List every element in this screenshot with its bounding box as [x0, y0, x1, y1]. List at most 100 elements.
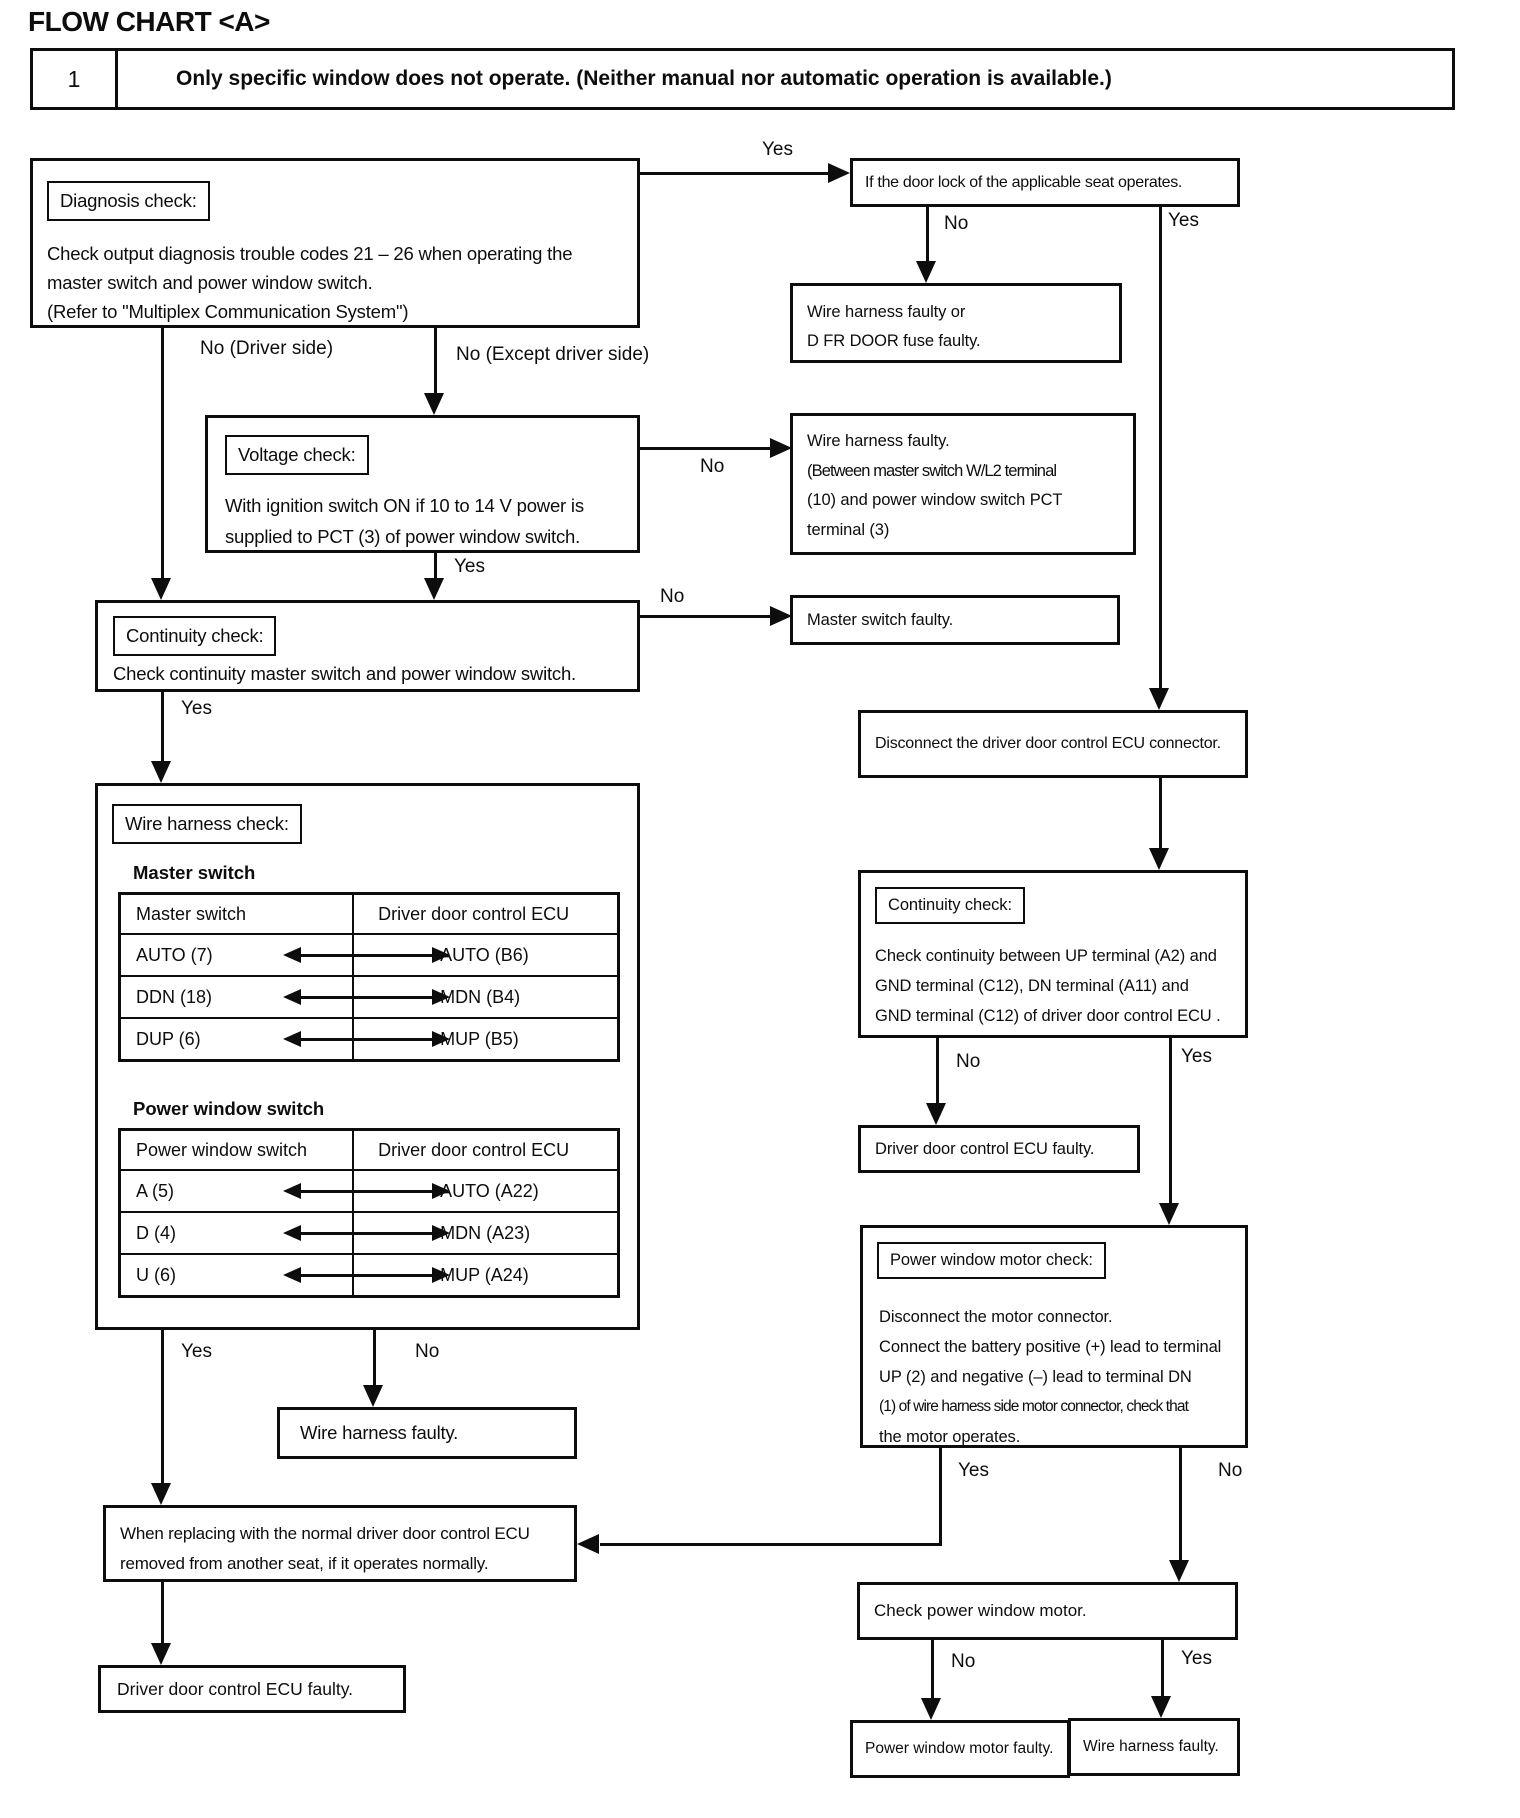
arrow-down-icon — [1169, 1560, 1189, 1582]
continuity-check-box-right: Continuity check: Check continuity betwe… — [858, 870, 1248, 1038]
edge-label-no-driver-side: No (Driver side) — [200, 338, 334, 359]
edge-label-yes: Yes — [762, 139, 793, 160]
flow-line — [373, 1330, 376, 1387]
door-lock-text: If the door lock of the applicable seat … — [865, 173, 1183, 191]
fuse-faulty-box: Wire harness faulty or D FR DOOR fuse fa… — [790, 283, 1122, 363]
voltage-check-box: Voltage check: With ignition switch ON i… — [205, 415, 640, 553]
arrow-down-icon — [363, 1385, 383, 1407]
edge-label-no: No — [944, 213, 969, 234]
disconnect-ecu-text: Disconnect the driver door control ECU c… — [875, 735, 1221, 752]
edge-label-yes: Yes — [181, 1341, 212, 1362]
page-title: FLOW CHART <A> — [28, 6, 270, 37]
edge-label-no: No — [415, 1341, 440, 1362]
ecu-faulty-right-text: Driver door control ECU faulty. — [875, 1139, 1095, 1158]
wire-harness-faulty-box: Wire harness faulty. — [277, 1407, 577, 1459]
power-window-motor-check-text: Disconnect the motor connector. Connect … — [879, 1308, 1222, 1446]
continuity-check-text: Check continuity master switch and power… — [113, 663, 576, 684]
arrow-down-icon — [151, 761, 171, 783]
diagnosis-check-box: Diagnosis check: Check output diagnosis … — [30, 158, 640, 328]
arrow-right-icon — [828, 163, 850, 183]
double-arrow-icon — [282, 1224, 451, 1241]
diagnosis-check-tag: Diagnosis check: — [47, 181, 210, 221]
flow-line — [600, 1543, 942, 1546]
table-row: DDN (18) MDN (B4) — [121, 975, 617, 1017]
table-row: AUTO (7) AUTO (B6) — [121, 933, 617, 975]
wire-harness-faulty-text: Wire harness faulty. — [300, 1422, 459, 1443]
power-window-switch-table: Power window switch Driver door control … — [118, 1128, 620, 1298]
arrow-down-icon — [424, 578, 444, 600]
edge-label-yes: Yes — [1181, 1046, 1212, 1067]
flow-line — [434, 553, 437, 580]
check-power-window-motor-box: Check power window motor. — [857, 1582, 1238, 1640]
edge-label-no: No — [956, 1051, 981, 1072]
arrow-down-icon — [1159, 1203, 1179, 1225]
arrow-down-icon — [1149, 848, 1169, 870]
wire-harness-faulty-detail-text: Wire harness faulty. (Between master swi… — [807, 432, 1063, 539]
edge-label-yes: Yes — [958, 1460, 989, 1481]
double-arrow-icon — [282, 946, 451, 963]
flow-line — [161, 328, 164, 580]
double-arrow-icon — [282, 1182, 451, 1199]
edge-label-no: No — [951, 1651, 976, 1672]
flow-line — [161, 1582, 164, 1645]
arrow-left-icon — [577, 1534, 599, 1554]
master-switch-table: Master switch Driver door control ECU AU… — [118, 892, 620, 1062]
power-window-switch-section-label: Power window switch — [133, 1098, 325, 1119]
continuity-check-right-text: Check continuity between UP terminal (A2… — [875, 947, 1221, 1025]
edge-label-yes: Yes — [181, 698, 212, 719]
edge-label-no: No — [660, 586, 685, 607]
arrow-down-icon — [916, 261, 936, 283]
check-power-window-motor-text: Check power window motor. — [874, 1601, 1087, 1620]
table-row: A (5) AUTO (A22) — [121, 1169, 617, 1211]
flow-line — [640, 172, 830, 175]
double-arrow-icon — [282, 988, 451, 1005]
power-window-motor-check-box: Power window motor check: Disconnect the… — [860, 1225, 1248, 1448]
table-row: U (6) MUP (A24) — [121, 1253, 617, 1295]
arrow-down-icon — [926, 1103, 946, 1125]
continuity-check-tag: Continuity check: — [113, 616, 277, 656]
flow-line — [1169, 1038, 1172, 1205]
flow-chart-header: 1 Only specific window does not operate.… — [30, 48, 1455, 110]
power-window-motor-faulty-text: Power window motor faulty. — [865, 1740, 1054, 1757]
arrow-right-icon — [770, 438, 792, 458]
flow-line — [931, 1640, 934, 1700]
flow-number: 1 — [33, 51, 118, 107]
master-switch-faulty-text: Master switch faulty. — [807, 610, 954, 629]
arrow-down-icon — [921, 1698, 941, 1720]
arrow-down-icon — [151, 1643, 171, 1665]
flow-line — [936, 1038, 939, 1105]
ecu-faulty-box-right: Driver door control ECU faulty. — [858, 1125, 1140, 1173]
when-replacing-text: When replacing with the normal driver do… — [120, 1524, 530, 1573]
wire-harness-check-box: Wire harness check: Master switch Master… — [95, 783, 640, 1330]
wire-harness-faulty-right-text: Wire harness faulty. — [1083, 1738, 1219, 1755]
master-switch-faulty-box: Master switch faulty. — [790, 595, 1120, 645]
arrow-down-icon — [1149, 688, 1169, 710]
edge-label-no: No — [700, 456, 725, 477]
power-window-motor-check-tag: Power window motor check: — [877, 1242, 1106, 1279]
wire-harness-check-tag: Wire harness check: — [112, 804, 302, 844]
arrow-down-icon — [151, 1483, 171, 1505]
wire-harness-faulty-detail-box: Wire harness faulty. (Between master swi… — [790, 413, 1136, 555]
edge-label-yes: Yes — [1181, 1648, 1212, 1669]
diagnosis-check-text: Check output diagnosis trouble codes 21 … — [47, 243, 573, 322]
fuse-faulty-text: Wire harness faulty or D FR DOOR fuse fa… — [807, 303, 981, 350]
arrow-down-icon — [1151, 1696, 1171, 1718]
edge-label-yes: Yes — [454, 556, 485, 577]
flow-line — [1179, 1448, 1182, 1562]
double-arrow-icon — [282, 1030, 451, 1047]
edge-label-yes: Yes — [1168, 210, 1199, 231]
flow-line — [1159, 207, 1162, 690]
flow-line — [640, 615, 772, 618]
power-window-motor-faulty-box: Power window motor faulty. — [850, 1720, 1070, 1778]
voltage-check-text: With ignition switch ON if 10 to 14 V po… — [225, 495, 584, 547]
edge-label-no-except-driver-side: No (Except driver side) — [456, 344, 650, 365]
table-header-row: Power window switch Driver door control … — [121, 1131, 617, 1169]
flow-line — [1159, 778, 1162, 850]
flow-line — [640, 447, 772, 450]
arrow-down-icon — [424, 393, 444, 415]
table-row: D (4) MDN (A23) — [121, 1211, 617, 1253]
flow-line — [939, 1448, 942, 1546]
disconnect-ecu-box: Disconnect the driver door control ECU c… — [858, 710, 1248, 778]
flow-line — [434, 328, 437, 393]
